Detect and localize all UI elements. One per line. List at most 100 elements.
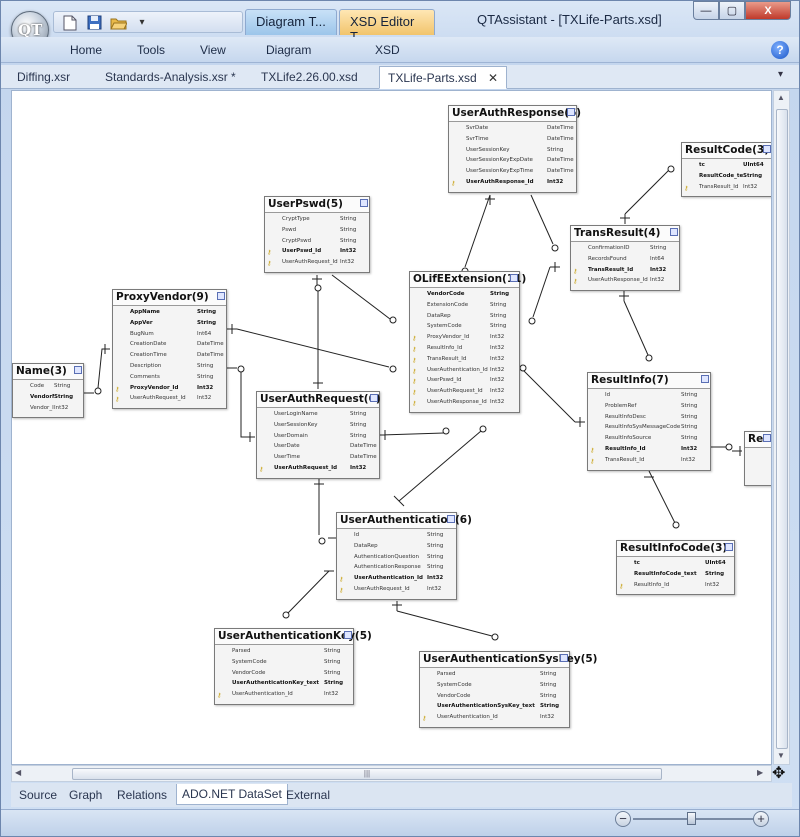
expand-icon[interactable]: [447, 515, 455, 523]
expand-icon[interactable]: [360, 199, 368, 207]
expand-icon[interactable]: [560, 654, 568, 662]
zoom-slider-thumb[interactable]: [687, 812, 696, 825]
menu-home[interactable]: Home: [70, 43, 103, 57]
foreign-key-icon: ⚷: [339, 586, 344, 594]
doc-tab-standards-analysis[interactable]: Standards-Analysis.xsr *: [105, 70, 236, 84]
scroll-right-icon[interactable]: ▶: [757, 768, 764, 777]
expand-icon[interactable]: [763, 434, 771, 442]
view-tab-relations[interactable]: Relations: [117, 788, 168, 802]
column-type: DateTime: [350, 443, 377, 450]
column-type: String: [681, 392, 698, 398]
close-tab-icon[interactable]: ✕: [488, 71, 499, 85]
context-tab-xsd-editor[interactable]: XSD Editor T...: [339, 9, 435, 44]
column-type: String: [350, 432, 367, 439]
horizontal-scrollbar[interactable]: ◀ ||| ▶: [11, 765, 772, 782]
column-type: Int32: [540, 714, 555, 721]
column-type: String: [650, 245, 667, 251]
menu-tools[interactable]: Tools: [137, 43, 166, 57]
new-document-icon[interactable]: [60, 13, 80, 32]
entity-table[interactable]: ResutcReRe: [744, 431, 771, 487]
horizontal-scroll-thumb[interactable]: |||: [72, 768, 662, 780]
view-tab-graph[interactable]: Graph: [69, 788, 103, 802]
menu-xsd[interactable]: XSD: [375, 43, 400, 57]
column-type: Int32: [350, 464, 367, 471]
context-tab-diagram[interactable]: Diagram T...: [245, 9, 337, 35]
customize-toolbar-button[interactable]: ▾: [139, 17, 145, 28]
expand-icon[interactable]: [725, 543, 733, 551]
minimize-button[interactable]: —: [693, 1, 719, 20]
expand-icon[interactable]: [217, 292, 225, 300]
entity-table[interactable]: ResultCode(3)tcUInt64ResultCode_textStri…: [681, 142, 771, 198]
expand-icon[interactable]: [567, 108, 575, 116]
menu-diagram[interactable]: Diagram: [266, 43, 312, 57]
column-name: UserAuthentication_Id: [427, 366, 488, 373]
primary-key-icon: ⚷: [573, 267, 578, 275]
relation-lines: [84, 165, 742, 641]
scroll-left-icon[interactable]: ◀: [15, 768, 22, 777]
save-icon[interactable]: [84, 13, 104, 32]
column-type: String: [427, 564, 444, 571]
open-folder-icon[interactable]: [108, 13, 128, 32]
maximize-button[interactable]: ▢: [719, 1, 745, 20]
scroll-down-icon[interactable]: ▼: [777, 751, 785, 760]
column-name: ProxyVendor_Id: [130, 384, 179, 391]
column-name: SystemCode: [437, 681, 472, 688]
expand-icon[interactable]: [701, 375, 709, 383]
doc-tab-diffing[interactable]: Diffing.xsr: [17, 70, 71, 84]
view-tab-source[interactable]: Source: [19, 788, 58, 802]
zoom-out-button[interactable]: −: [615, 811, 631, 827]
expand-icon[interactable]: [510, 274, 518, 282]
help-icon[interactable]: ?: [771, 41, 789, 59]
column-name: Id: [605, 392, 611, 398]
vertical-scrollbar[interactable]: ▲ ▼: [773, 90, 790, 765]
zoom-in-button[interactable]: +: [753, 811, 769, 827]
column-spacer: [412, 323, 421, 334]
menu-view[interactable]: View: [200, 43, 226, 57]
close-window-button[interactable]: X: [745, 1, 791, 20]
entity-title: UserAuthentication(6): [337, 513, 472, 529]
column-type: Int32: [490, 366, 505, 373]
column-type: Int32: [650, 266, 667, 273]
view-tab-ado-net-dataset[interactable]: ADO.NET DataSet: [176, 784, 288, 805]
column-name: SvrTime: [466, 135, 489, 142]
column-type: String: [490, 291, 510, 297]
column-name: AppVer: [130, 319, 153, 326]
expand-icon[interactable]: [370, 394, 378, 402]
expand-icon[interactable]: [344, 631, 352, 639]
column-name: UserAuthRequest_Id: [354, 585, 410, 592]
column-spacer: [422, 693, 431, 704]
view-tab-external[interactable]: External: [286, 788, 331, 802]
doc-tab-txlife2[interactable]: TXLife2.26.00.xsd: [261, 70, 358, 84]
scroll-up-icon[interactable]: ▲: [777, 93, 785, 102]
tab-overflow-icon[interactable]: ▾: [778, 69, 784, 80]
column-spacer: [451, 125, 460, 136]
expand-icon[interactable]: [763, 145, 771, 153]
entity-title: Name(3): [13, 364, 83, 380]
expand-icon[interactable]: [670, 228, 678, 236]
vertical-scroll-thumb[interactable]: [776, 109, 788, 749]
doc-tab-txlife-parts[interactable]: TXLife-Parts.xsd ✕: [379, 66, 508, 89]
entity-table[interactable]: Name(3)CodeStringVendorName_textStringVe…: [12, 363, 84, 419]
expand-icon[interactable]: [74, 366, 82, 374]
